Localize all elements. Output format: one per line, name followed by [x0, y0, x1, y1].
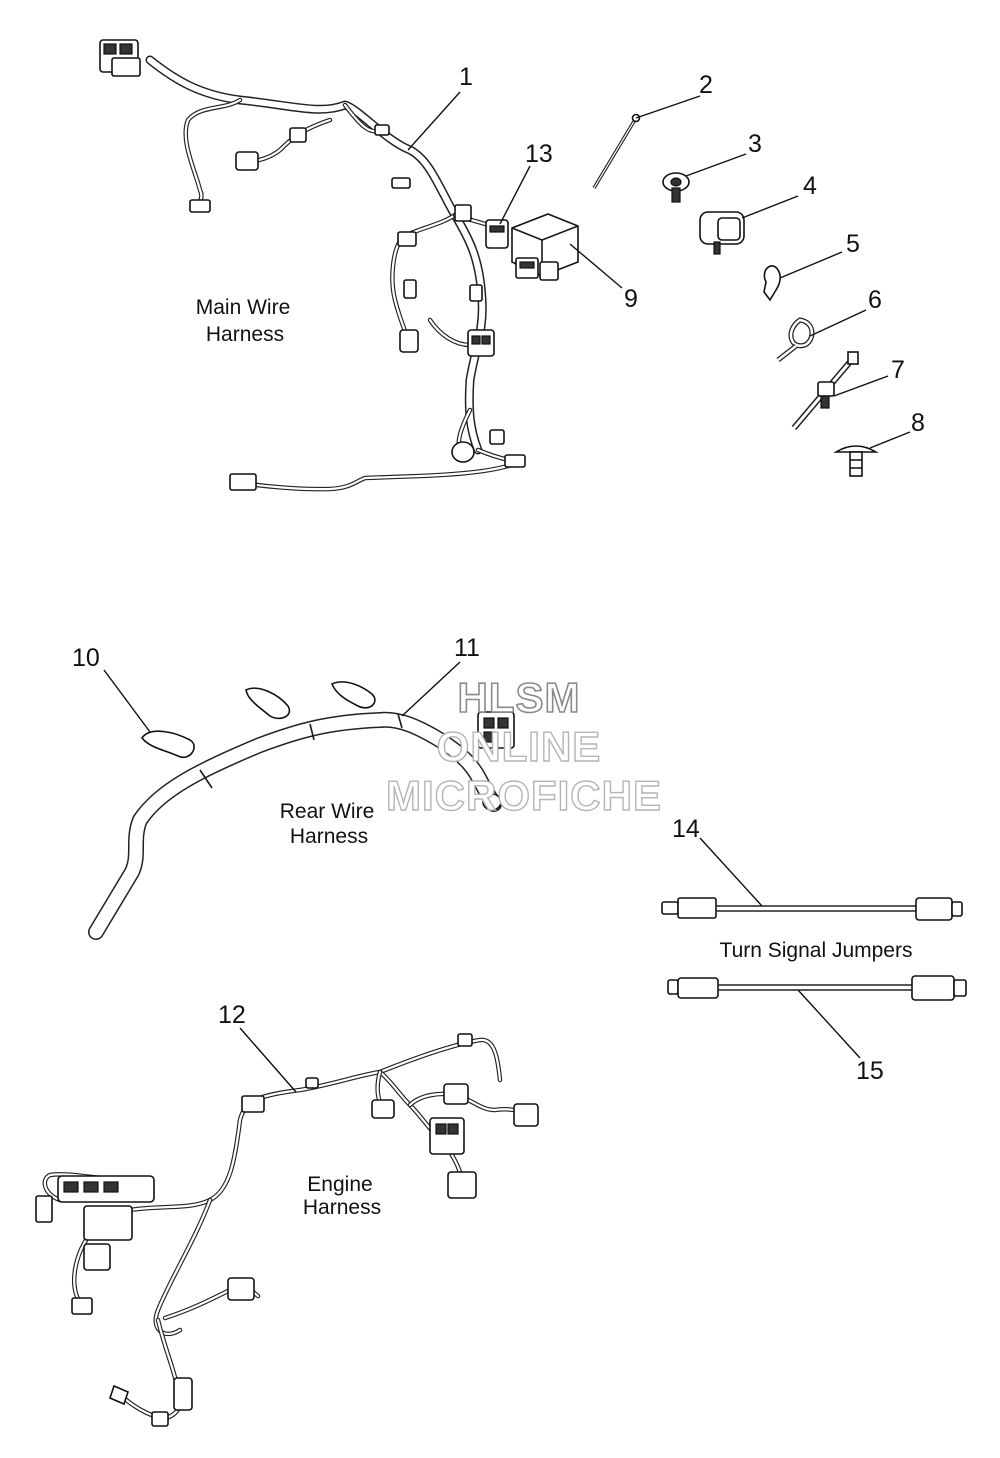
turn-signal-jumpers-caption: Turn Signal Jumpers — [720, 939, 913, 962]
callout-9: 9 — [624, 285, 638, 313]
main-harness-caption-line1: Main Wire — [196, 296, 291, 319]
callout-15: 15 — [856, 1057, 884, 1085]
main-wire-harness-drawing — [99, 39, 526, 492]
callout-11: 11 — [454, 634, 480, 662]
rivet-8-drawing — [833, 445, 879, 477]
clip-3-drawing — [662, 172, 690, 203]
watermark-line3: MICROFICHE — [386, 772, 662, 819]
fuse-box-9-drawing — [511, 213, 579, 281]
callout-1: 1 — [459, 63, 473, 91]
main-harness-caption-line2: Harness — [206, 323, 284, 346]
watermark: HLSM ONLINE MICROFICHE — [385, 673, 662, 820]
push-tie-7-drawing — [791, 351, 859, 430]
watermark-line1: HLSM — [458, 674, 581, 721]
callout-6: 6 — [868, 286, 882, 314]
captions: Main Wire Harness Rear Wire Harness Engi… — [196, 296, 913, 1219]
rear-harness-caption-line1: Rear Wire — [280, 800, 375, 823]
callout-5: 5 — [846, 230, 860, 258]
engine-harness-drawing — [35, 1033, 539, 1427]
callout-3: 3 — [748, 130, 762, 158]
callout-10: 10 — [72, 644, 100, 672]
rear-harness-caption-line2: Harness — [290, 825, 368, 848]
cable-tie-2-drawing — [592, 113, 641, 189]
callout-8: 8 — [911, 409, 925, 437]
strap-6-drawing — [776, 317, 815, 362]
callout-numbers: 1 2 3 4 5 6 7 8 9 10 11 12 13 14 15 — [72, 63, 925, 1085]
watermark-line2: ONLINE — [437, 723, 602, 770]
turn-signal-jumper-14-drawing — [661, 897, 963, 921]
rear-wire-harness-drawing — [88, 711, 515, 940]
connector-cover-4-drawing — [699, 211, 745, 255]
engine-harness-caption-line1: Engine — [307, 1173, 372, 1196]
callout-14: 14 — [672, 815, 700, 843]
callout-4: 4 — [803, 172, 817, 200]
engine-harness-caption-line2: Harness — [303, 1196, 381, 1219]
callout-13: 13 — [525, 140, 553, 168]
callout-7: 7 — [891, 356, 905, 384]
callout-2: 2 — [699, 71, 713, 99]
clip-5-drawing — [763, 265, 781, 302]
leader-lines — [103, 91, 911, 1093]
harness-clips-10-drawing — [141, 681, 376, 759]
relay-connector-13-drawing — [485, 219, 509, 249]
callout-12: 12 — [218, 1001, 246, 1029]
turn-signal-jumper-15-drawing — [667, 975, 967, 1001]
